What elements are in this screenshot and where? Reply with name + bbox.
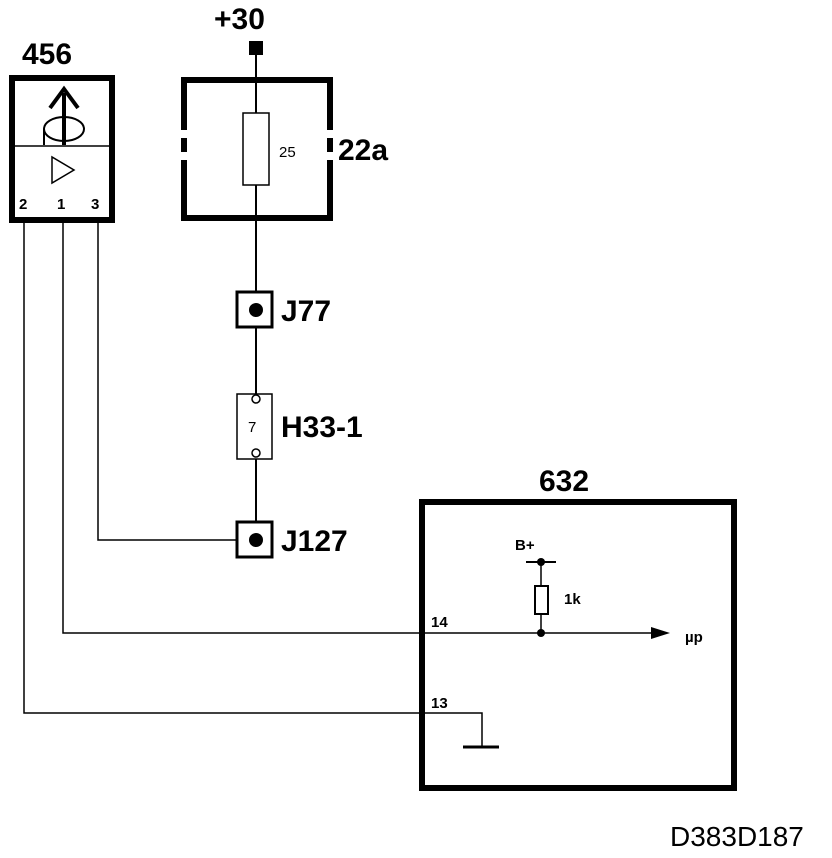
- wire-pin3-j127: [97, 220, 237, 541]
- connector-j127-label: J127: [281, 525, 348, 558]
- supply-label: +30: [214, 3, 265, 36]
- sensor-456: 456 2 1 3: [9, 38, 115, 223]
- connector-h33-label: H33-1: [281, 411, 363, 444]
- document-code: D383D187: [670, 821, 804, 852]
- sensor-label: 456: [22, 38, 72, 71]
- bplus-label: B+: [515, 537, 535, 554]
- ground-wire: [422, 712, 483, 746]
- wire-pin1-pin14: [62, 220, 422, 634]
- connector-j77-label: J77: [281, 295, 331, 328]
- pin-13-label: 13: [431, 695, 448, 712]
- connector-h33-pin: 7: [248, 419, 256, 436]
- module-632: 632 B+ 1k 14 µp 13: [419, 465, 737, 791]
- amplifier-icon: [51, 155, 76, 185]
- supply-terminal: [249, 41, 263, 55]
- output-label: µp: [685, 629, 703, 646]
- fuse-box-label: 22a: [338, 134, 388, 167]
- sensor-symbol-icon: [43, 85, 85, 145]
- resistor: [534, 585, 549, 615]
- connector-j127: J127: [235, 520, 348, 559]
- sensor-pin-3: 3: [91, 196, 99, 213]
- fuse-rating: 25: [279, 144, 296, 161]
- pin-14-label: 14: [431, 614, 448, 631]
- connector-h33: 7 H33-1: [236, 393, 363, 460]
- sensor-pin-2: 2: [19, 196, 27, 213]
- output-arrow-icon: [651, 627, 670, 639]
- module-label: 632: [539, 465, 589, 498]
- connector-j77: J77: [235, 290, 331, 329]
- sensor-pin-1: 1: [57, 196, 65, 213]
- wire-pin2-pin13: [23, 220, 422, 714]
- resistor-label: 1k: [564, 591, 581, 608]
- fuse: [242, 112, 270, 186]
- fuse-box-22a: 25 22a: [181, 77, 388, 221]
